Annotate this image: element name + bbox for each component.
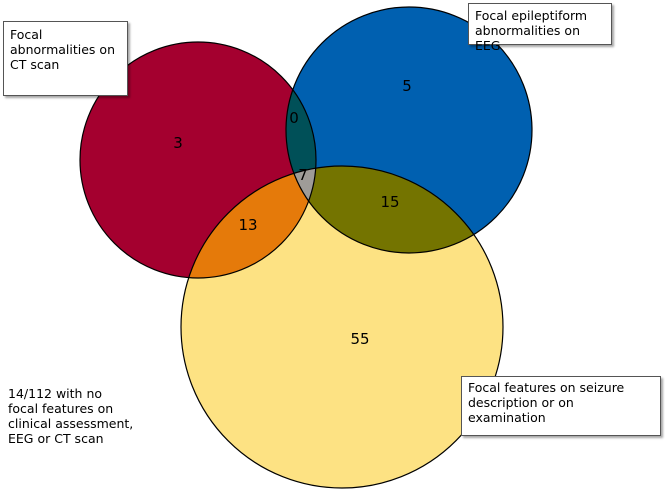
eeg-label-box: Focal epileptiform abnormalities on EEG xyxy=(468,3,612,53)
note-line: clinical assessment, xyxy=(8,416,134,431)
eeg-label-line: abnormalities on EEG xyxy=(475,23,580,53)
clinical-label-line: Focal features on seizure xyxy=(468,380,625,395)
ct-label-line: Focal xyxy=(10,27,43,42)
ct-clinical-overlap xyxy=(181,166,316,278)
count-ct-clinical: 13 xyxy=(238,216,257,234)
clinical-label-line: description or on xyxy=(468,395,574,410)
ct-label-line: abnormalities on xyxy=(10,42,115,57)
clinical-label-box: Focal features on seizure description or… xyxy=(461,376,661,436)
count-eeg-only: 5 xyxy=(402,77,412,95)
count-clinical-only: 55 xyxy=(350,330,369,348)
no-focal-features-note: 14/112 with no focal features on clinica… xyxy=(8,386,158,446)
clinical-label-line: examination xyxy=(468,410,546,425)
count-ct-eeg: 0 xyxy=(289,109,299,127)
circle-outlines xyxy=(79,6,533,489)
ct-label-box: Focal abnormalities on CT scan xyxy=(3,21,128,96)
note-line: EEG or CT scan xyxy=(8,431,104,446)
count-ct-only: 3 xyxy=(173,134,183,152)
note-line: focal features on xyxy=(8,401,114,416)
note-line: 14/112 with no xyxy=(8,386,103,401)
count-all-three: 7 xyxy=(298,166,308,184)
ct-label-line: CT scan xyxy=(10,57,60,72)
count-eeg-clinical: 15 xyxy=(380,193,399,211)
eeg-label-line: Focal epileptiform xyxy=(475,8,588,23)
